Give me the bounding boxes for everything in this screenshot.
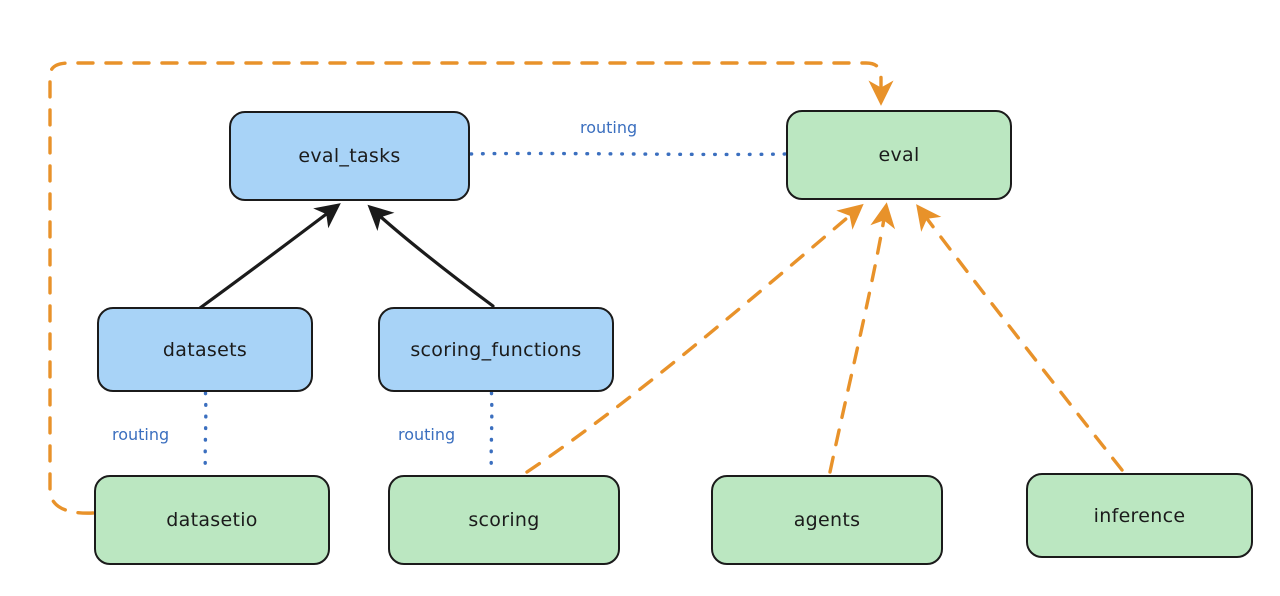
node-label-scoring: scoring — [468, 509, 540, 531]
node-eval-tasks[interactable]: eval_tasks — [229, 111, 470, 201]
node-label-scoring-functions: scoring_functions — [410, 338, 582, 361]
node-agents[interactable]: agents — [711, 475, 943, 565]
edge-scoring-functions-to-scoring — [489, 391, 494, 476]
node-label-datasetio: datasetio — [166, 509, 258, 531]
edge-agents-to-eval — [828, 202, 896, 474]
node-datasetio[interactable]: datasetio — [94, 475, 330, 565]
edge-scoring-functions-to-eval-tasks — [367, 204, 495, 308]
node-inference[interactable]: inference — [1026, 473, 1253, 558]
edge-label-routing-datasets-datasetio: routing — [112, 425, 170, 444]
edge-label-routing-scoring-functions-scoring: routing — [398, 425, 456, 444]
edge-label-routing-eval-tasks-eval: routing — [580, 118, 638, 137]
node-scoring[interactable]: scoring — [388, 475, 620, 565]
edge-datasets-to-datasetio — [203, 391, 208, 476]
node-label-inference: inference — [1093, 504, 1186, 527]
node-datasets[interactable]: datasets — [97, 307, 313, 392]
edge-inference-to-eval — [916, 204, 1124, 472]
node-scoring-functions[interactable]: scoring_functions — [378, 307, 614, 392]
edge-eval-tasks-to-eval — [469, 151, 787, 157]
node-label-agents: agents — [793, 509, 861, 531]
edge-scoring-to-eval — [525, 203, 864, 474]
node-label-datasets: datasets — [162, 338, 248, 361]
node-label-eval-tasks: eval_tasks — [298, 145, 401, 167]
edge-datasets-to-eval-tasks — [198, 203, 341, 310]
edge-datasetio-to-eval — [48, 61, 894, 515]
node-label-eval: eval — [878, 144, 920, 166]
node-eval[interactable]: eval — [786, 110, 1012, 200]
